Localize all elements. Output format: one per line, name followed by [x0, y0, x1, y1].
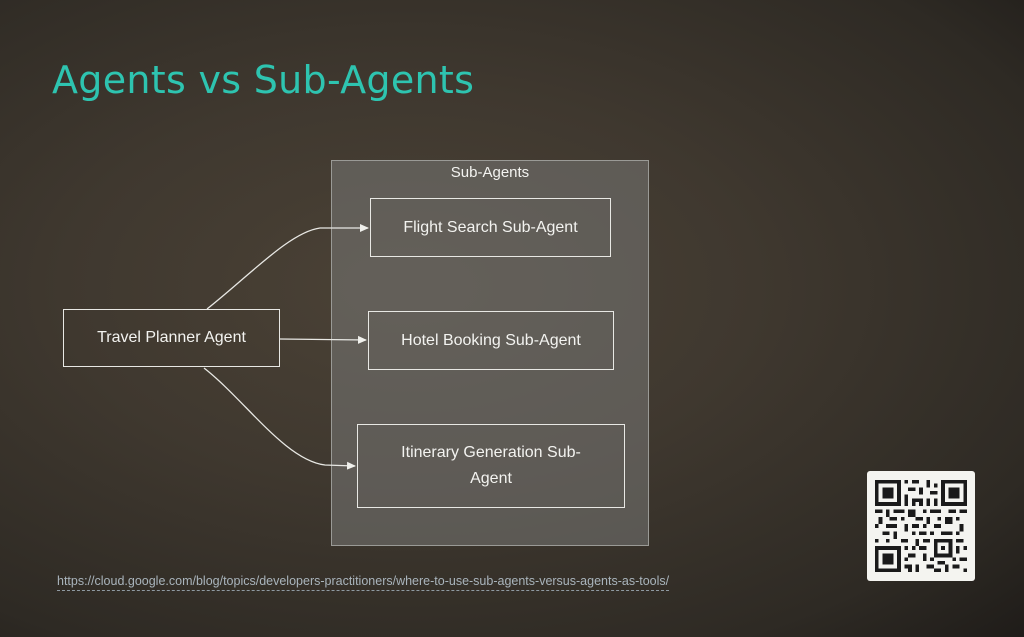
source-url-link[interactable]: https://cloud.google.com/blog/topics/dev…	[57, 574, 670, 591]
flight-search-node: Flight Search Sub-Agent	[370, 198, 611, 257]
qr-code[interactable]	[867, 471, 975, 581]
edge-to-hotel	[279, 335, 367, 344]
sub-agents-group: Sub-Agents	[331, 160, 649, 546]
hotel-booking-node: Hotel Booking Sub-Agent	[368, 311, 614, 370]
travel-planner-agent-node: Travel Planner Agent	[63, 309, 280, 367]
itinerary-generation-node: Itinerary Generation Sub-Agent	[357, 424, 625, 508]
qr-code-icon	[875, 480, 967, 572]
slide-title: Agents vs Sub-Agents	[52, 58, 475, 102]
group-label: Sub-Agents	[450, 164, 530, 181]
edge-to-flight	[206, 224, 369, 310]
edge-to-itinerary	[203, 367, 356, 470]
